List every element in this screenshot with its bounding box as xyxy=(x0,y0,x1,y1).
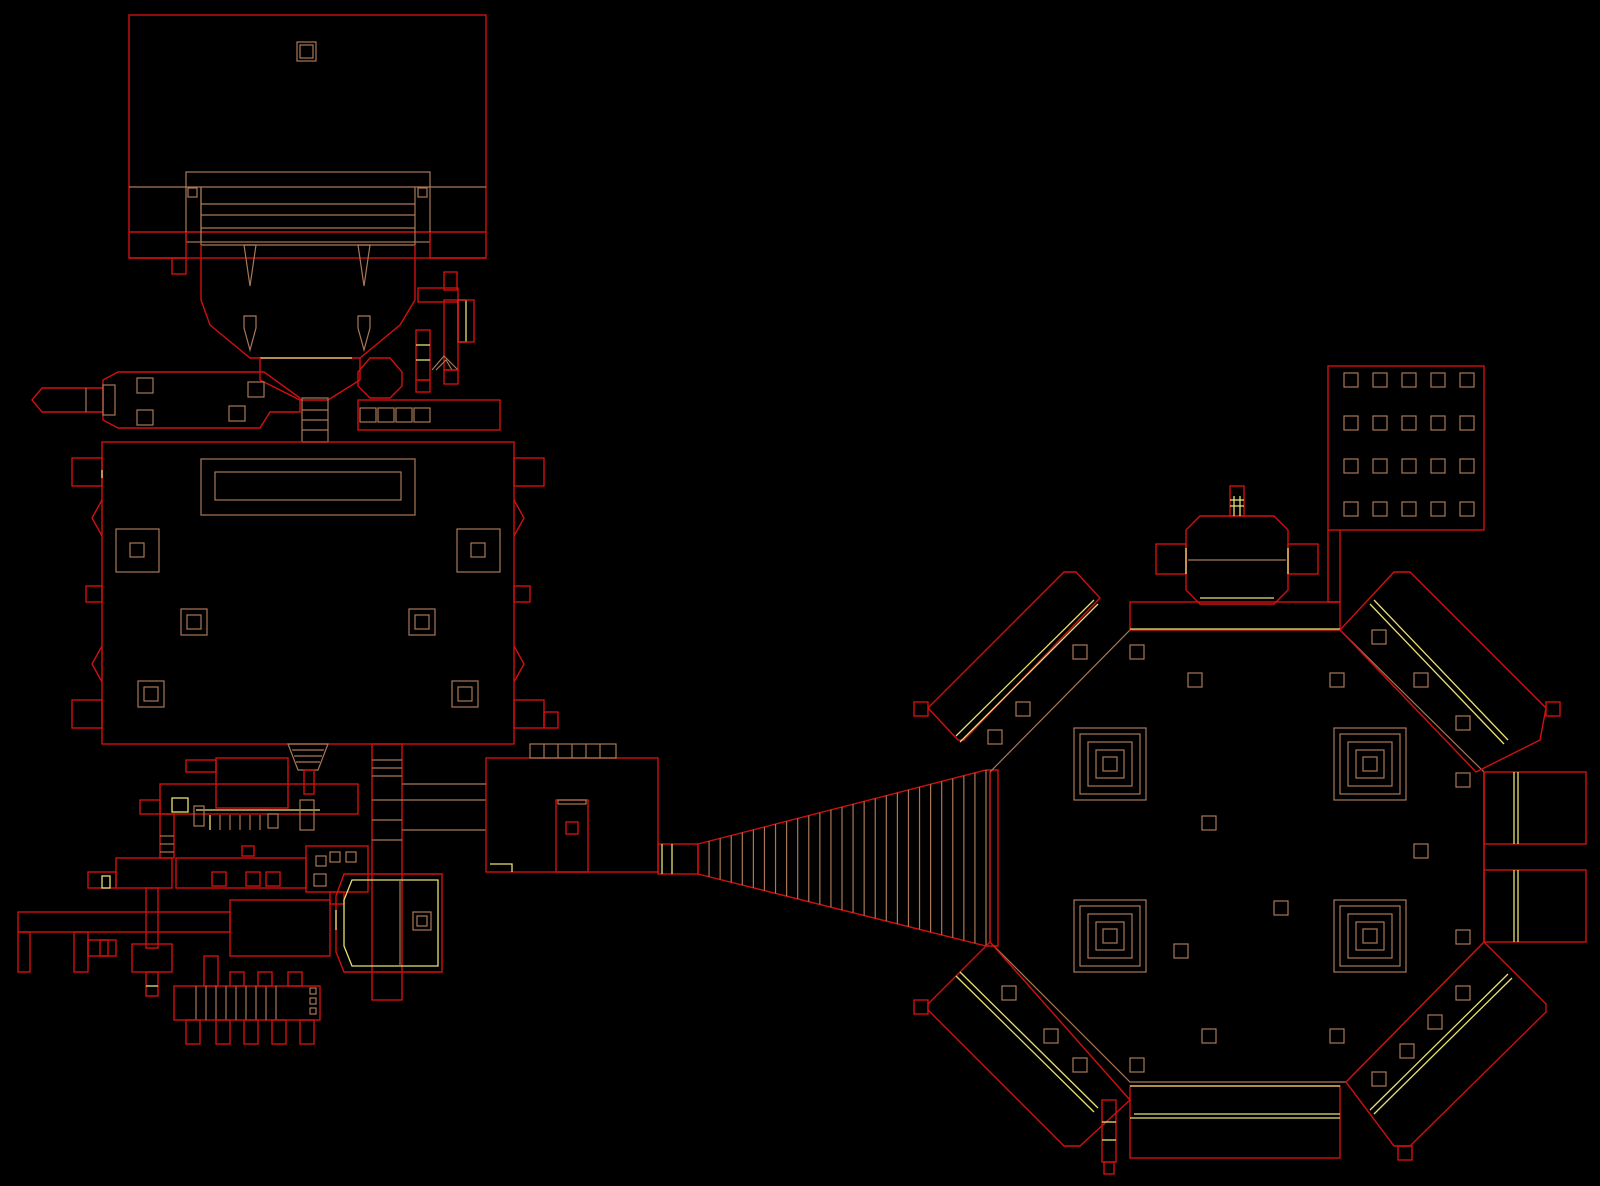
grid-pillar xyxy=(1372,501,1388,517)
north-hall-east-annex xyxy=(357,271,475,399)
gate-antechamber xyxy=(402,743,659,873)
grid-pillar xyxy=(1430,415,1446,431)
grid-pillar xyxy=(1343,415,1359,431)
grid-pillar xyxy=(1401,372,1417,388)
grid-pillar xyxy=(1459,501,1475,517)
grid-pillar xyxy=(1401,458,1417,474)
grid-pillar xyxy=(1401,415,1417,431)
central-chamber xyxy=(71,441,559,745)
grid-pillar xyxy=(1343,501,1359,517)
grid-pillar xyxy=(1372,372,1388,388)
octagonal-arena xyxy=(913,571,1587,1175)
north-alcove xyxy=(1155,485,1341,605)
grid-pillar xyxy=(1430,501,1446,517)
north-hall xyxy=(128,14,487,401)
grid-pillar xyxy=(1401,501,1417,517)
floor-markers xyxy=(987,629,1471,1087)
south-gate-room xyxy=(335,873,443,973)
grid-pillar xyxy=(1430,458,1446,474)
grid-pillar xyxy=(1372,415,1388,431)
grid-pillar xyxy=(1343,458,1359,474)
grid-pillar xyxy=(1343,372,1359,388)
grid-pillar xyxy=(1372,458,1388,474)
grid-pillar xyxy=(1459,415,1475,431)
funnel-steps xyxy=(708,772,976,944)
southwest-maze xyxy=(17,743,486,1045)
grid-pillar xyxy=(1459,372,1475,388)
grid-pillar xyxy=(1459,458,1475,474)
northeast-pillar-grid xyxy=(1327,365,1485,531)
grid-pillar xyxy=(1430,372,1446,388)
pyramid-pillars xyxy=(1073,727,1407,973)
pillar-grid xyxy=(1343,372,1475,517)
stair-funnel xyxy=(657,769,999,947)
